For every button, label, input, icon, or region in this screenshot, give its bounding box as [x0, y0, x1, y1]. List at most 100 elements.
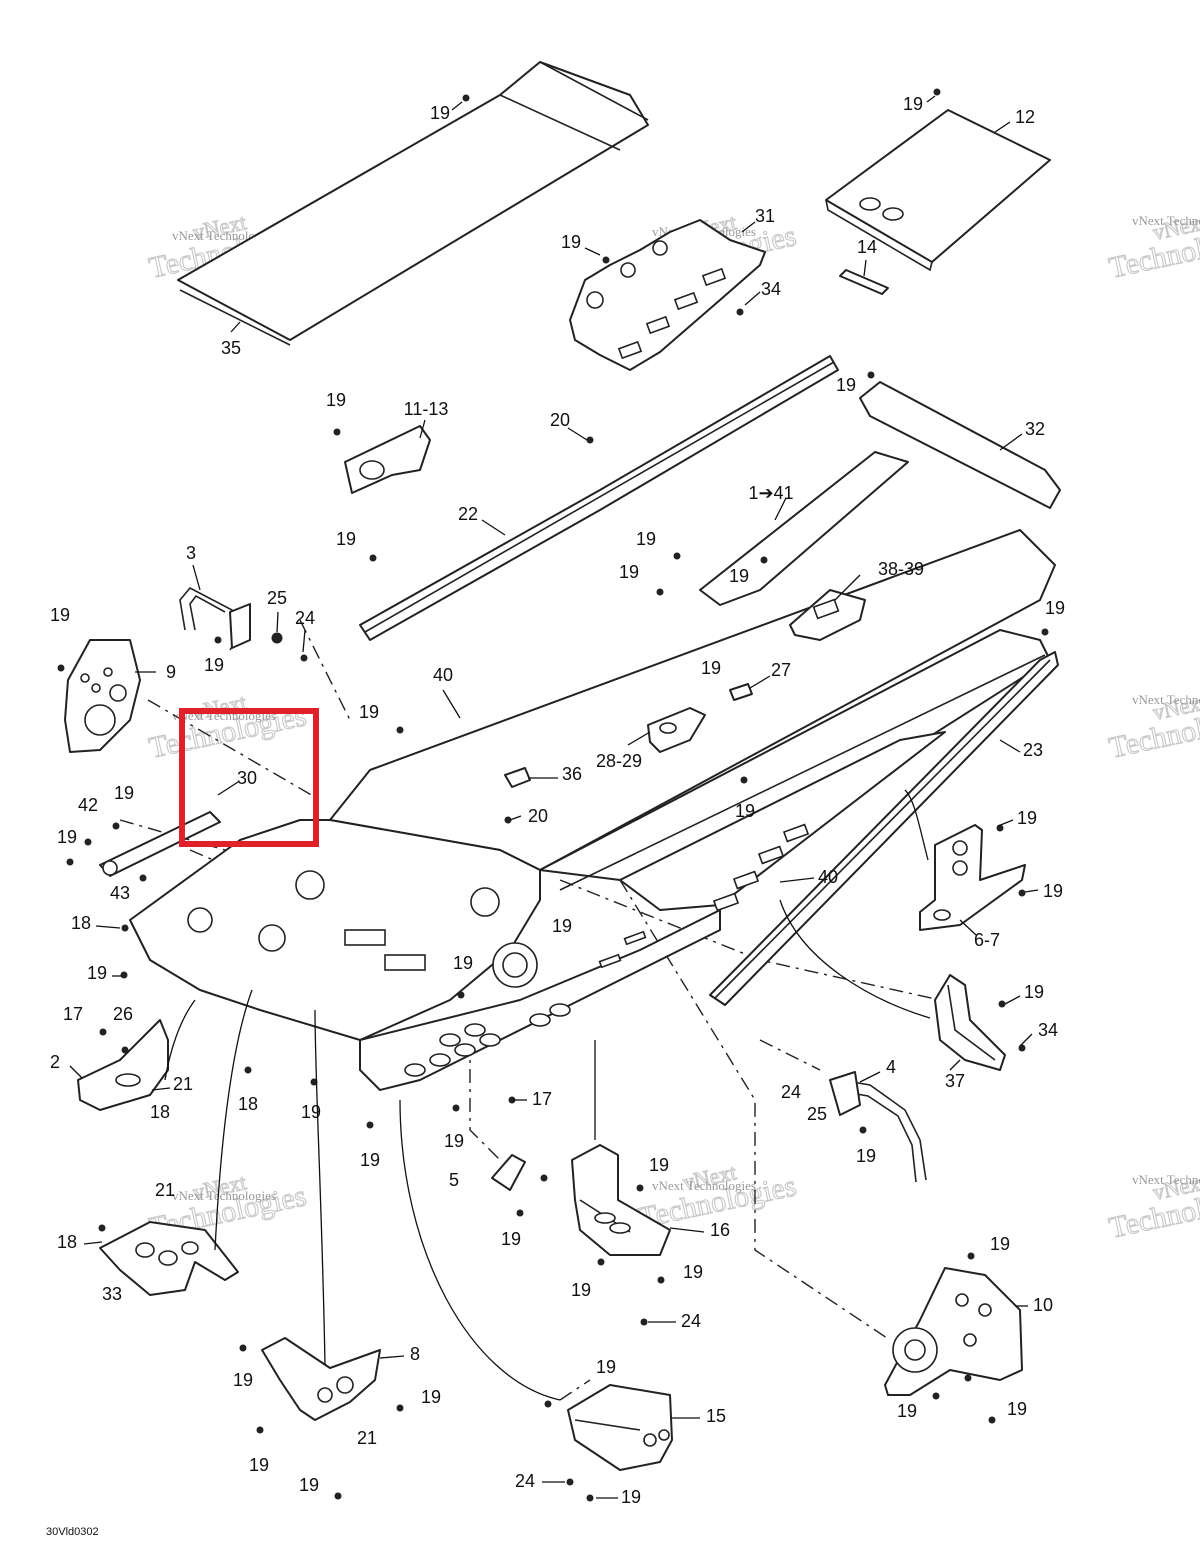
callout-label: 19	[421, 1387, 441, 1407]
part-33-bracket	[99, 1221, 239, 1296]
callout-label: 42	[78, 795, 98, 815]
callout-label: 24	[781, 1082, 801, 1102]
leader-lines	[69, 95, 1039, 1499]
callout-label: 18	[238, 1094, 258, 1114]
part-1-41-strip	[699, 451, 909, 606]
main-tunnel-frame	[129, 529, 1056, 1091]
part-15-step	[567, 1384, 673, 1471]
callout-label: 3	[186, 543, 196, 563]
callout-label: 19	[735, 801, 755, 821]
callout-label: 19	[501, 1229, 521, 1249]
callout-label: 19	[360, 1150, 380, 1170]
callout-label: 17	[63, 1004, 83, 1024]
callout-label: 19	[204, 655, 224, 675]
callout-label: 25	[807, 1104, 827, 1124]
callout-label: 19	[701, 658, 721, 678]
callout-label: 25	[267, 588, 287, 608]
part-35-top-panel	[177, 61, 649, 346]
callout-label: 11-13	[404, 399, 449, 419]
callout-label: 23	[1023, 740, 1043, 760]
callout-label: 2	[50, 1052, 60, 1072]
callout-label: 19	[1007, 1399, 1027, 1419]
callout-label: 19	[990, 1234, 1010, 1254]
callout-label: 19	[359, 702, 379, 722]
callout-label: 19	[729, 566, 749, 586]
callout-label: 37	[945, 1071, 965, 1091]
callout-label: 20	[550, 410, 570, 430]
callout-label: 19	[444, 1131, 464, 1151]
callout-label: 19	[636, 529, 656, 549]
callout-label: 27	[771, 660, 791, 680]
part-23-rail	[709, 651, 1059, 1006]
callout-label: 31	[755, 206, 775, 226]
watermark-text: vNext Technologies	[172, 1188, 276, 1203]
callout-label: 8	[410, 1344, 420, 1364]
part-38-39-bracket	[789, 589, 866, 641]
part-5-clip	[491, 1154, 526, 1191]
callout-label: 19	[430, 103, 450, 123]
callout-label: 19	[1024, 982, 1044, 1002]
callout-label: 19	[897, 1401, 917, 1421]
callout-label: 21	[173, 1074, 193, 1094]
callout-label: 18	[57, 1232, 77, 1252]
callout-label: 30	[237, 768, 257, 788]
callout-label: 14	[857, 237, 877, 257]
part-22-rail	[359, 355, 839, 641]
callout-label: 19	[301, 1102, 321, 1122]
callout-label: 19	[1043, 881, 1063, 901]
part-3-handle	[179, 586, 251, 651]
part-4-handle	[829, 1071, 927, 1183]
callout-label: 18	[150, 1102, 170, 1122]
part-12-cover	[825, 109, 1051, 272]
callout-label: 19	[1017, 808, 1037, 828]
callout-label: 21	[357, 1428, 377, 1448]
callout-label: 4	[886, 1057, 896, 1077]
callout-label: 24	[681, 1311, 701, 1331]
callout-label: 19	[326, 390, 346, 410]
callout-label: 38-39	[878, 559, 924, 579]
callout-label: 33	[102, 1284, 122, 1304]
callout-label: 15	[706, 1406, 726, 1426]
callout-label: 19	[836, 375, 856, 395]
callout-label: 34	[1038, 1020, 1058, 1040]
highlight-box-part-30	[179, 708, 319, 847]
callout-label: 9	[166, 662, 176, 682]
callout-label: 40	[818, 867, 838, 887]
callout-label: 28-29	[596, 751, 642, 771]
callout-label: 19	[249, 1455, 269, 1475]
callout-label: 19	[233, 1370, 253, 1390]
part-42-43-rod	[99, 811, 221, 877]
callout-label: 19	[50, 605, 70, 625]
callout-label: 21	[155, 1180, 175, 1200]
callout-label: 19	[1045, 598, 1065, 618]
part-37-bracket	[934, 974, 1006, 1071]
callout-label: 5	[449, 1170, 459, 1190]
callout-label: 19	[856, 1146, 876, 1166]
callout-label: 19	[336, 529, 356, 549]
part-28-29-bracket	[647, 707, 706, 753]
callout-label: 19	[299, 1475, 319, 1495]
part-16-step	[571, 1144, 671, 1256]
callout-label: 20	[528, 806, 548, 826]
fasteners	[57, 88, 1049, 1502]
callout-label: 16	[710, 1220, 730, 1240]
callout-label: 12	[1015, 107, 1035, 127]
part-2-support	[77, 1019, 169, 1111]
watermark-text: vNext Technologies	[1132, 213, 1200, 228]
callout-label: 19	[619, 562, 639, 582]
callout-label: 34	[761, 279, 781, 299]
callout-label: 26	[113, 1004, 133, 1024]
callout-label: 19	[552, 916, 572, 936]
callout-label: 24	[295, 608, 315, 628]
part-36-clip	[504, 767, 531, 788]
callout-label: 18	[71, 913, 91, 933]
watermark-text: vNext Technologies	[652, 1178, 756, 1193]
callout-label: 24	[515, 1471, 535, 1491]
curved-leaders	[164, 789, 931, 1401]
watermark-text: vNext Technologies	[1132, 692, 1200, 707]
callout-label: 36	[562, 764, 582, 784]
callout-label: 19	[683, 1262, 703, 1282]
callout-label: 40	[433, 665, 453, 685]
